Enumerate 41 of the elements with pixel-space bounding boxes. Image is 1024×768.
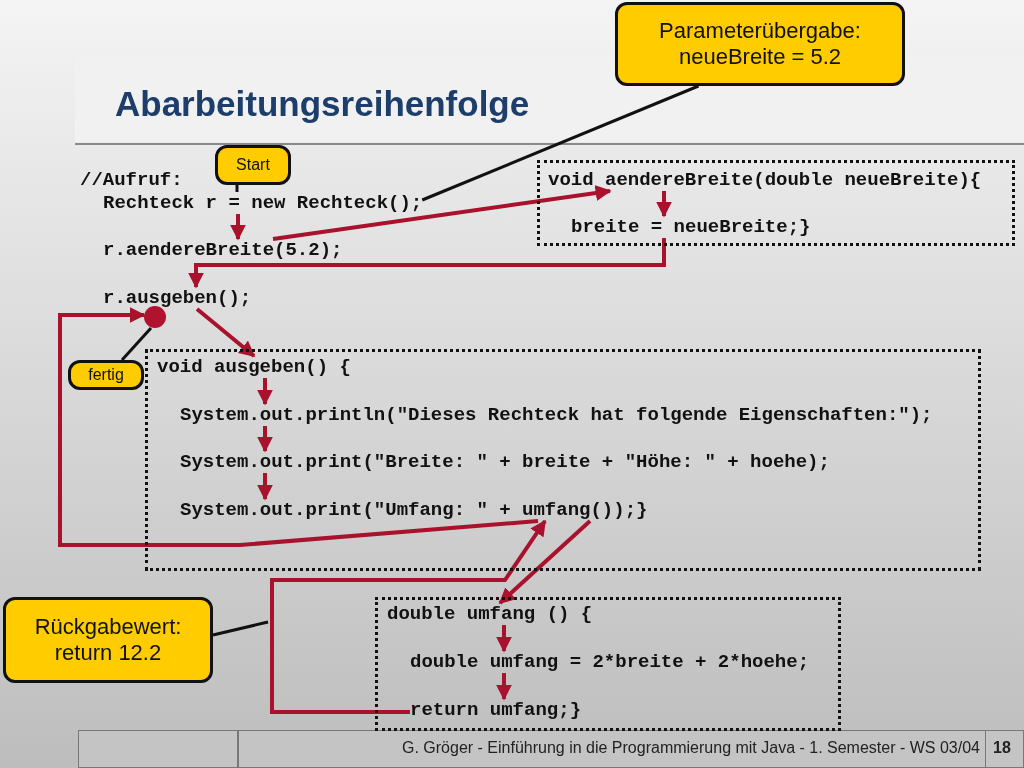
code-comment: //Aufruf: — [80, 169, 183, 191]
method-box — [145, 349, 981, 571]
callout-bubble: Rückgabewert: return 12.2 — [3, 597, 213, 683]
callout-bubble: Parameterübergabe: neueBreite = 5.2 — [615, 2, 905, 86]
leader-line — [235, 185, 239, 192]
flow-arrow — [257, 473, 273, 501]
method-box — [537, 160, 1015, 246]
code-line: void ausgeben() { — [157, 356, 351, 378]
flow-arrow — [58, 307, 539, 547]
code-line: System.out.print("Breite: " + breite + "Höhe: " + hoehe); — [180, 451, 830, 473]
flow-arrow — [230, 214, 246, 241]
code-line: breite = neueBreite;} — [571, 216, 811, 238]
flow-arrow — [498, 519, 592, 605]
code-line: r.ausgeben(); — [103, 287, 252, 309]
flow-arrow — [257, 426, 273, 453]
flow-arrow — [496, 673, 512, 701]
leader-line — [212, 620, 269, 637]
callout-bubble: fertig — [68, 360, 144, 390]
flow-arrow — [188, 238, 666, 289]
code-line: return umfang;} — [410, 699, 582, 721]
code-line: Rechteck r = new Rechteck(); — [103, 192, 423, 214]
flow-arrow — [270, 519, 547, 714]
flow-arrow — [257, 378, 273, 406]
callout-bubble: Start — [215, 145, 291, 185]
footer-text: G. Gröger - Einführung in die Programmierung mit Java - 1. Semester - WS 03/04 — [402, 739, 980, 757]
leader-line — [120, 327, 153, 361]
code-line: void aendereBreite(double neueBreite){ — [548, 169, 982, 191]
flow-arrow — [195, 307, 256, 358]
code-line: double umfang = 2*breite + 2*hoehe; — [410, 651, 810, 673]
code-line: r.aendereBreite(5.2); — [103, 239, 343, 261]
code-line: double umfang () { — [387, 603, 593, 625]
page-number: 18 — [993, 739, 1011, 757]
flow-arrow — [496, 625, 512, 653]
slide-title: Abarbeitungsreihenfolge — [115, 84, 530, 124]
leader-line — [421, 84, 700, 202]
code-line: System.out.println("Dieses Rechteck hat folgende Eigenschaften:"); — [180, 404, 933, 426]
flow-arrow — [656, 191, 672, 218]
method-box — [375, 597, 841, 731]
dot-marker — [144, 306, 166, 328]
flow-arrow — [272, 185, 612, 241]
code-line: System.out.print("Umfang: " + umfang());} — [180, 499, 648, 521]
